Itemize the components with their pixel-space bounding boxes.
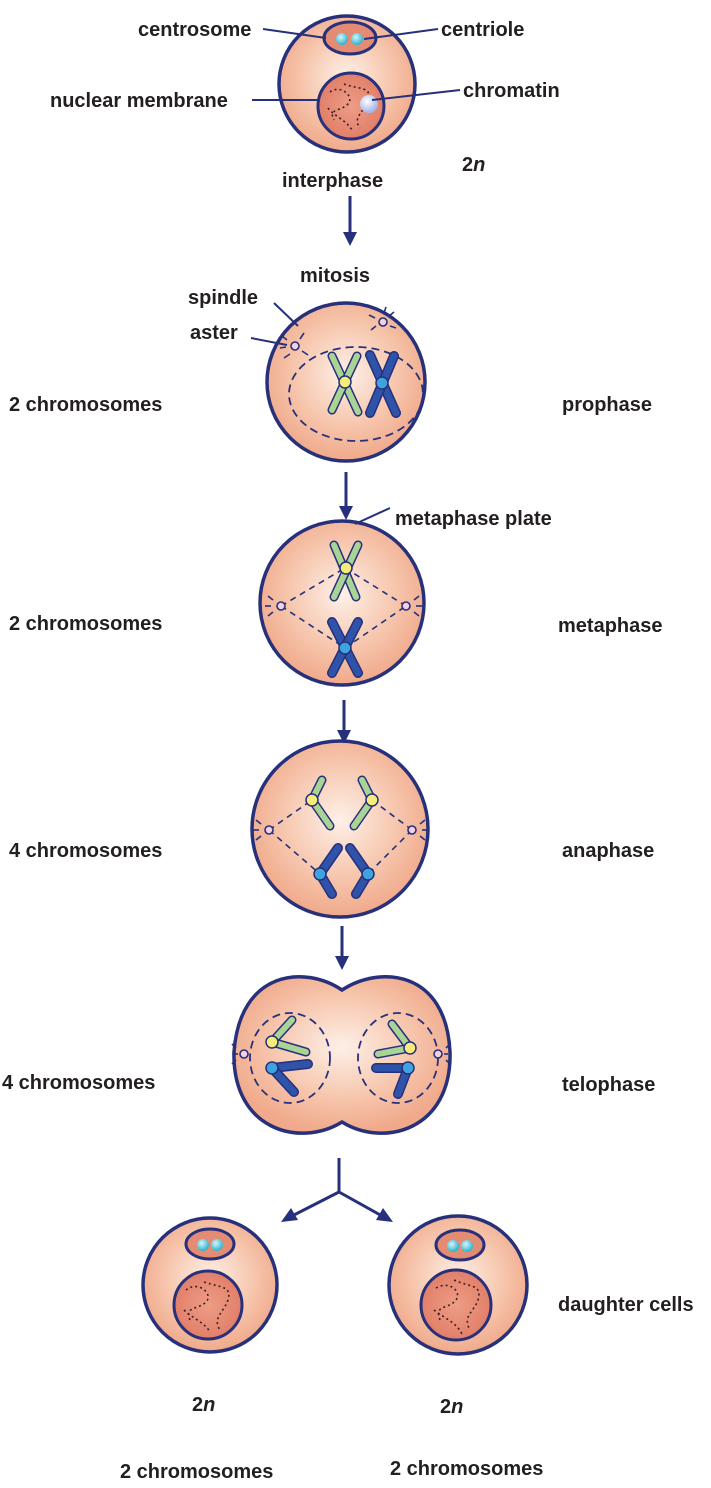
- chromosome-green: [329, 540, 363, 602]
- anaphase-chromosome-count: 4 chromosomes: [9, 840, 162, 862]
- aster: [401, 595, 422, 617]
- arrow-to-daughter-cells: [281, 1158, 393, 1222]
- aster: [433, 1043, 451, 1065]
- centrosome: [434, 1228, 486, 1262]
- chromatid-green: [373, 1019, 417, 1059]
- anaphase-labels: 4 chromosomes anaphase: [9, 840, 654, 862]
- leader-line: [371, 89, 461, 101]
- chromatin: [183, 1281, 230, 1333]
- chromatid-green: [305, 775, 335, 831]
- centriole-label: centriole: [441, 19, 524, 41]
- metaphase-plate-label: metaphase plate: [395, 508, 552, 530]
- chromatin: [433, 1279, 480, 1335]
- aster: [368, 306, 397, 331]
- interphase-cell: [277, 14, 417, 154]
- daughter-right-ploidy: 2n: [440, 1396, 463, 1418]
- metaphase-cell: [258, 519, 426, 687]
- prophase-chromosome-count: 2 chromosomes: [9, 394, 162, 416]
- prophase-labels: spindle aster 2 chromosomes prophase: [9, 287, 652, 416]
- telophase-labels: 4 chromosomes telophase: [2, 1072, 655, 1096]
- chromosome-blue: [327, 617, 363, 678]
- chromatid-blue: [265, 1059, 313, 1097]
- centriole: [461, 1240, 473, 1252]
- chromosome-green: [327, 351, 363, 417]
- daughter-right-chromosome-count: 2 chromosomes: [390, 1458, 543, 1480]
- metaphase-label: metaphase: [558, 615, 663, 637]
- centrosome: [184, 1227, 236, 1261]
- arrow-to-anaphase: [337, 700, 351, 744]
- nucleolus: [360, 95, 378, 113]
- daughter-labels: daughter cells 2n 2n 2 chromosomes 2 chr…: [120, 1294, 694, 1483]
- telophase-label: telophase: [562, 1074, 655, 1096]
- prophase-label: prophase: [562, 394, 652, 416]
- chromatid-blue: [345, 843, 375, 899]
- leader-line: [363, 28, 439, 40]
- metaphase-chromosome-count: 2 chromosomes: [9, 613, 162, 635]
- arrow-interphase-mitosis: [343, 196, 357, 246]
- chromatid-blue: [313, 843, 343, 899]
- cell-membrane: [258, 519, 426, 687]
- anaphase-label: anaphase: [562, 840, 654, 862]
- aster: [265, 595, 286, 617]
- centriole: [447, 1240, 459, 1252]
- prophase-cell: [265, 301, 427, 463]
- chromatid-blue: [371, 1061, 415, 1099]
- dissolving-nuclear-membrane: [288, 346, 424, 442]
- leader-line: [250, 337, 288, 346]
- centriole: [336, 33, 348, 45]
- aster: [253, 819, 274, 841]
- spindle-label: spindle: [188, 287, 258, 309]
- centriole: [197, 1239, 209, 1251]
- ploidy-label: 2n: [462, 154, 485, 176]
- mitosis-label: mitosis: [300, 265, 370, 287]
- daughter-left-ploidy: 2n: [192, 1394, 215, 1416]
- cell-membrane: [250, 739, 430, 919]
- reforming-nuclear-membrane: [249, 1012, 331, 1104]
- leader-line: [354, 507, 391, 525]
- daughter-cell-right: [387, 1214, 529, 1356]
- aster-label: aster: [190, 322, 238, 344]
- metaphase-labels: metaphase plate 2 chromosomes metaphase: [9, 507, 663, 637]
- telophase-chromosome-count: 4 chromosomes: [2, 1072, 155, 1094]
- chromatid-green: [265, 1015, 311, 1057]
- cell-membrane-dividing: [232, 975, 452, 1135]
- chromosome-blue: [365, 350, 401, 418]
- chromatin: [327, 83, 370, 131]
- centriole: [351, 33, 363, 45]
- aster: [279, 332, 309, 359]
- leader-line: [273, 302, 299, 327]
- arrow-to-metaphase: [339, 472, 353, 520]
- daughter-cells-label: daughter cells: [558, 1294, 694, 1316]
- chromatid-green: [349, 775, 379, 831]
- daughter-left-chromosome-count: 2 chromosomes: [120, 1461, 273, 1483]
- aster: [407, 819, 428, 841]
- arrow-to-telophase: [335, 926, 349, 970]
- centriole: [211, 1239, 223, 1251]
- interphase-labels: centrosome centriole nuclear membrane ch…: [50, 19, 560, 192]
- leader-line: [262, 28, 327, 39]
- anaphase-cell: [250, 739, 430, 919]
- interphase-label: interphase: [282, 170, 383, 192]
- centrosome-label: centrosome: [138, 19, 251, 41]
- spindle-fibers: [280, 567, 407, 649]
- aster: [231, 1043, 249, 1065]
- daughter-cell-left: [141, 1216, 279, 1354]
- nuclear-membrane-label: nuclear membrane: [50, 90, 228, 112]
- spindle-fibers: [268, 799, 413, 875]
- chromatin-label: chromatin: [463, 80, 560, 102]
- telophase-cell: [231, 975, 452, 1135]
